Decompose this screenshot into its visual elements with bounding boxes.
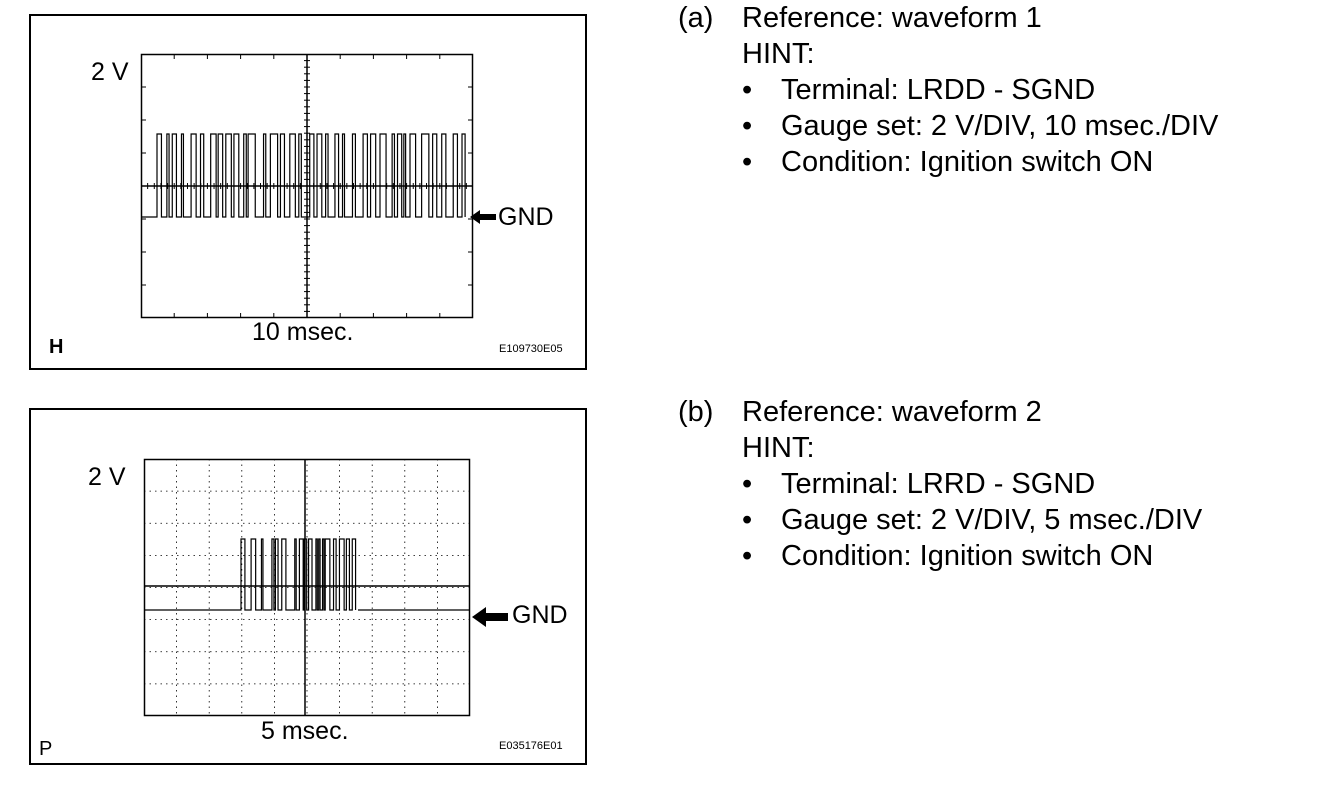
- hint-item: Gauge set: 2 V/DIV, 5 msec./DIV: [781, 504, 1203, 536]
- waveform-trace: [144, 538, 357, 611]
- reference-title: Reference: waveform 2: [742, 396, 1042, 428]
- figure-code: E035176E01: [499, 740, 563, 752]
- figure-code: E109730E05: [499, 343, 563, 355]
- hint-item: Terminal: LRRD - SGND: [781, 468, 1096, 500]
- gnd-arrow-icon: [472, 607, 508, 627]
- figure-corner-letter: P: [39, 738, 53, 760]
- hint-item: Condition: Ignition switch ON: [781, 146, 1154, 178]
- reference-title: Reference: waveform 1: [742, 2, 1042, 34]
- hint-item: Terminal: LRDD - SGND: [781, 74, 1096, 106]
- waveform-figure-1: 2 V 10 msec. H E109730E05: [29, 14, 587, 370]
- description-b: (b) Reference: waveform 2 HINT: • Termin…: [678, 394, 1318, 584]
- volt-per-div-label: 2 V: [91, 58, 129, 86]
- volt-per-div-label: 2 V: [88, 463, 126, 491]
- bullet-icon: •: [742, 146, 753, 178]
- figure-corner-letter: H: [49, 336, 64, 358]
- description-a: (a) Reference: waveform 1 HINT: • Termin…: [678, 0, 1318, 190]
- gnd-label: GND: [512, 601, 568, 629]
- bullet-icon: •: [742, 74, 753, 106]
- time-per-div-label: 5 msec.: [261, 717, 349, 745]
- bullet-icon: •: [742, 110, 753, 142]
- gnd-label: GND: [498, 203, 554, 231]
- hint-label: HINT:: [742, 432, 815, 464]
- gnd-arrow-icon: [470, 210, 496, 224]
- item-letter: (b): [678, 396, 714, 428]
- waveform-figure-2: 2 V 5 msec. P E035176E01: [29, 408, 587, 765]
- bullet-icon: •: [742, 504, 753, 536]
- item-letter: (a): [678, 2, 714, 34]
- hint-item: Condition: Ignition switch ON: [781, 540, 1154, 572]
- time-per-div-label: 10 msec.: [252, 318, 354, 346]
- hint-label: HINT:: [742, 38, 815, 70]
- hint-item: Gauge set: 2 V/DIV, 10 msec./DIV: [781, 110, 1219, 142]
- oscilloscope-screen-1: [140, 53, 474, 319]
- waveform-trace: [141, 133, 466, 218]
- bullet-icon: •: [742, 540, 753, 572]
- bullet-icon: •: [742, 468, 753, 500]
- oscilloscope-screen-2: [143, 458, 471, 717]
